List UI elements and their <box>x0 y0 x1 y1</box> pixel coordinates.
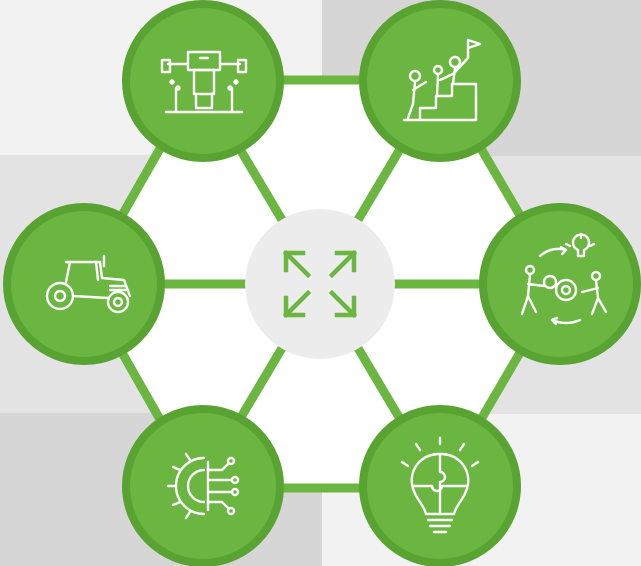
node-team-climbing[interactable] <box>359 0 521 162</box>
seed-drill-machine-icon <box>160 50 248 114</box>
expand-arrows-icon <box>282 249 358 319</box>
puzzle-lightbulb-icon <box>400 436 480 534</box>
tractor-icon <box>45 254 132 314</box>
node-puzzle-idea[interactable] <box>359 405 521 566</box>
digital-gear-circuit-icon <box>166 452 240 520</box>
node-seed-drill[interactable] <box>122 0 284 162</box>
node-tractor[interactable] <box>3 203 165 365</box>
node-digital-gear[interactable] <box>122 405 284 566</box>
center-hub[interactable] <box>245 209 395 359</box>
collaboration-gears-idea-icon <box>520 232 608 326</box>
node-collaboration[interactable] <box>479 203 641 365</box>
team-climbing-steps-flag-icon <box>402 38 482 122</box>
